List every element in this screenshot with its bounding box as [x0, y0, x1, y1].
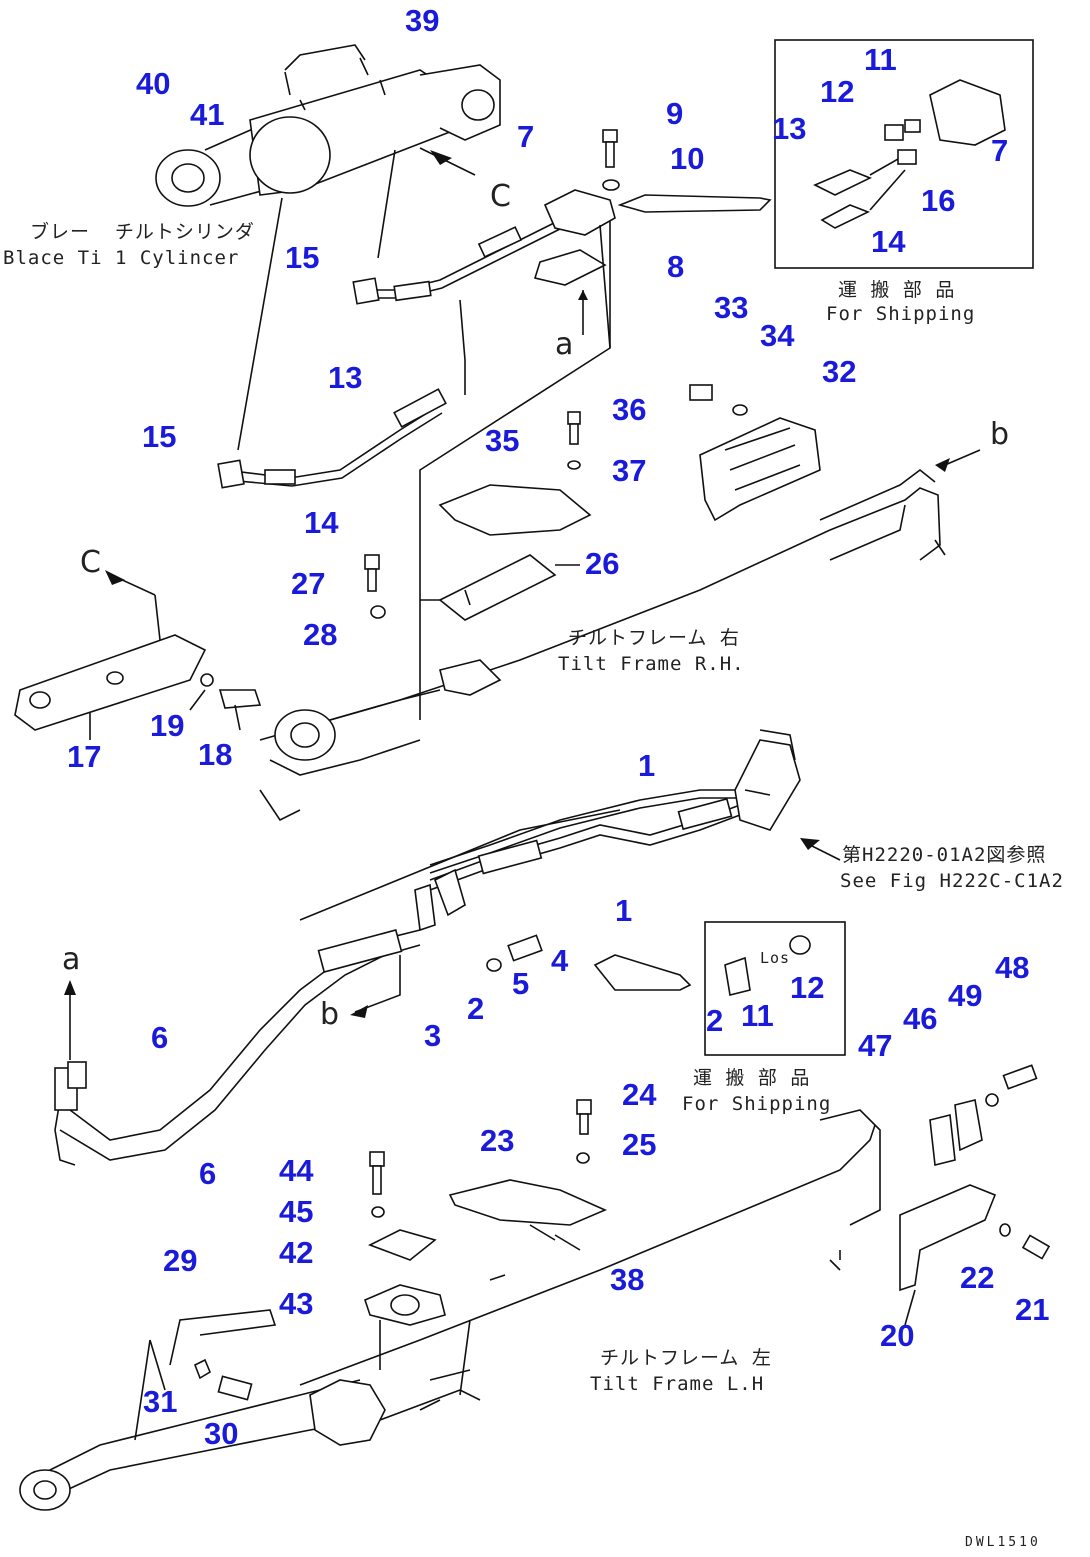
- view-letter-c-top: C: [490, 179, 511, 214]
- label-tilt-frame-rh-en: Tilt Frame R.H.: [558, 653, 745, 675]
- label-tilt-frame-rh-jp: チルトフレーム 右: [568, 627, 740, 649]
- callout-49: 49: [948, 978, 983, 1013]
- callout-16: 16: [921, 183, 956, 218]
- callout-48: 48: [995, 950, 1030, 985]
- callout-27: 27: [291, 566, 326, 601]
- label-tilt-frame-lh-en: Tilt Frame L.H: [590, 1373, 765, 1395]
- callout-11-shipping-2: 11: [741, 998, 774, 1033]
- callout-26: 26: [585, 546, 620, 581]
- view-letter-b-mid: b: [320, 997, 340, 1032]
- callout-47: 47: [858, 1028, 893, 1063]
- drawing-code: DWL1510: [965, 1535, 1041, 1550]
- callout-17: 17: [67, 739, 102, 774]
- callout-30: 30: [204, 1416, 239, 1451]
- callout-9: 9: [666, 96, 684, 131]
- callout-46: 46: [903, 1001, 938, 1036]
- callout-7-shipping: 7: [991, 133, 1009, 168]
- callout-1-lower: 1: [615, 893, 633, 928]
- callout-37: 37: [612, 453, 647, 488]
- callout-33: 33: [714, 290, 749, 325]
- callout-15-lower: 15: [142, 419, 177, 454]
- label-see-fig-jp: 第H2220-01A2図参照: [842, 844, 1047, 866]
- callout-4: 4: [551, 943, 569, 978]
- callout-28: 28: [303, 617, 338, 652]
- callout-39: 39: [405, 3, 440, 38]
- callout-31: 31: [143, 1384, 178, 1419]
- callout-40: 40: [136, 66, 171, 101]
- callout-29: 29: [163, 1243, 198, 1278]
- callout-13: 13: [328, 360, 363, 395]
- shipping-box-1: [774, 39, 1034, 269]
- callout-38: 38: [610, 1262, 645, 1297]
- label-see-fig-en: See Fig H222C-C1A2: [840, 870, 1064, 892]
- label-for-shipping-2-en: For Shipping: [682, 1093, 832, 1115]
- label-for-shipping-2-jp: 運 搬 部 品: [693, 1067, 811, 1089]
- shipping-box-2: [704, 921, 846, 1056]
- callout-21: 21: [1015, 1292, 1050, 1327]
- callout-44: 44: [279, 1153, 314, 1188]
- label-los: Los: [760, 949, 791, 967]
- label-for-shipping-1-jp: 運 搬 部 品: [838, 279, 956, 301]
- callout-36: 36: [612, 392, 647, 427]
- callout-18: 18: [198, 737, 233, 772]
- callout-10: 10: [670, 141, 705, 176]
- callout-23: 23: [480, 1123, 515, 1158]
- callout-34: 34: [760, 318, 795, 353]
- callout-20: 20: [880, 1318, 915, 1353]
- callout-32: 32: [822, 354, 857, 389]
- callout-25: 25: [622, 1127, 657, 1162]
- callout-8: 8: [667, 249, 685, 284]
- callout-15: 15: [285, 240, 320, 275]
- view-letter-a-top: a: [555, 327, 574, 362]
- view-letter-a-left: a: [62, 942, 81, 977]
- callout-2-shipping: 2: [706, 1003, 724, 1038]
- callout-7: 7: [517, 119, 535, 154]
- label-tilt-frame-lh-jp: チルトフレーム 左: [600, 1347, 772, 1369]
- callout-3: 3: [424, 1018, 442, 1053]
- callout-45: 45: [279, 1194, 314, 1229]
- callout-41: 41: [190, 97, 225, 132]
- callout-42: 42: [279, 1235, 314, 1270]
- callout-14: 14: [304, 505, 339, 540]
- callout-5: 5: [512, 966, 530, 1001]
- callout-14-shipping: 14: [871, 224, 906, 259]
- hose-assembly-top: [217, 215, 611, 720]
- callout-13-shipping: 13: [772, 111, 807, 146]
- callout-6-lower: 6: [199, 1156, 217, 1191]
- callout-11-shipping: 11: [864, 42, 897, 77]
- label-blade-tilt-cylinder-en: Blace Ti 1 Cylincer: [3, 247, 240, 269]
- callout-19: 19: [150, 708, 185, 743]
- callout-35: 35: [485, 423, 520, 458]
- link-17: [14, 570, 262, 740]
- label-for-shipping-1-en: For Shipping: [826, 303, 976, 325]
- callout-2: 2: [467, 991, 485, 1026]
- callout-12-shipping-2: 12: [790, 970, 825, 1005]
- callout-24: 24: [622, 1077, 657, 1112]
- label-blade-tilt-cylinder-jp: ブレー チルトシリンダ: [30, 221, 255, 243]
- view-letter-b-top: b: [990, 417, 1010, 452]
- tilt-cylinder-drawing: [155, 44, 501, 207]
- view-letter-c-left: C: [80, 545, 101, 580]
- callout-6: 6: [151, 1020, 169, 1055]
- callout-12-shipping: 12: [820, 74, 855, 109]
- callout-22: 22: [960, 1260, 995, 1295]
- callout-1: 1: [638, 748, 656, 783]
- callout-43: 43: [279, 1286, 314, 1321]
